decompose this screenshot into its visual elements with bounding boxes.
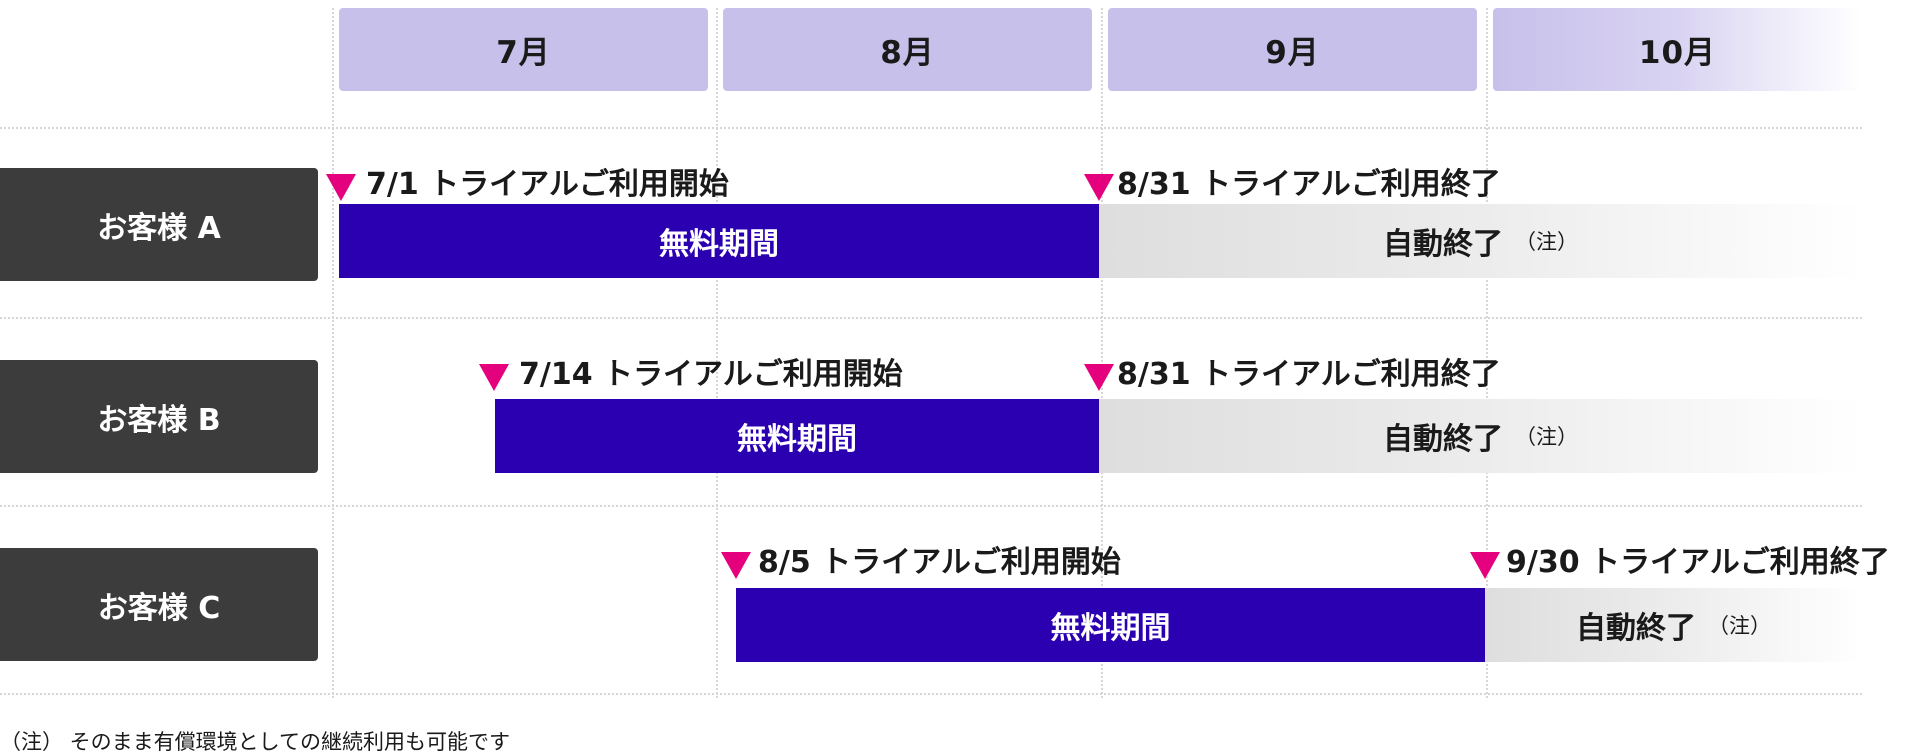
start-marker-icon xyxy=(479,364,509,391)
row-separator xyxy=(0,693,1862,695)
start-marker-icon xyxy=(326,174,356,201)
auto-end-label: 自動終了 xyxy=(1383,227,1503,262)
free-period-bar: 無料期間 xyxy=(736,588,1485,662)
customer-label-c: お客様 C xyxy=(0,548,318,661)
free-period-label: 無料期間 xyxy=(1050,611,1171,646)
trial-start-label: 7/14 トライアルご利用開始 xyxy=(519,357,903,392)
customer-name: お客様 B xyxy=(97,402,221,438)
row-separator xyxy=(0,127,1862,129)
auto-end-bar: 自動終了 （注） xyxy=(1099,399,1862,473)
trial-start-label: 8/5 トライアルご利用開始 xyxy=(758,545,1121,580)
trial-end-label: 8/31 トライアルご利用終了 xyxy=(1117,167,1501,202)
grid-line-month-2 xyxy=(716,8,718,698)
month-header-august: 8月 xyxy=(723,8,1092,91)
auto-end-bar: 自動終了 （注） xyxy=(1099,204,1862,278)
customer-name: お客様 C xyxy=(97,590,221,626)
month-label: 7月 xyxy=(496,35,551,71)
auto-end-note: （注） xyxy=(1515,425,1578,449)
end-marker-icon xyxy=(1084,174,1114,201)
grid-line-month-1 xyxy=(332,8,334,698)
auto-end-note: （注） xyxy=(1708,614,1771,638)
grid-line-month-4 xyxy=(1486,8,1488,698)
customer-label-a: お客様 A xyxy=(0,168,318,281)
row-separator xyxy=(0,505,1862,507)
footnote: （注） そのまま有償環境としての継続利用も可能です xyxy=(0,730,511,754)
free-period-bar: 無料期間 xyxy=(495,399,1099,473)
free-period-label: 無料期間 xyxy=(659,227,779,262)
start-marker-icon xyxy=(721,552,751,579)
trial-end-label: 8/31 トライアルご利用終了 xyxy=(1117,357,1501,392)
auto-end-label: 自動終了 xyxy=(1383,422,1503,457)
month-header-september: 9月 xyxy=(1108,8,1477,91)
month-label: 8月 xyxy=(880,35,935,71)
free-period-label: 無料期間 xyxy=(737,422,857,457)
customer-name: お客様 A xyxy=(97,210,221,246)
free-period-bar: 無料期間 xyxy=(339,204,1099,278)
month-header-july: 7月 xyxy=(339,8,708,91)
trial-end-label: 9/30 トライアルご利用終了 xyxy=(1506,545,1890,580)
month-label: 9月 xyxy=(1265,35,1320,71)
end-marker-icon xyxy=(1084,364,1114,391)
row-separator xyxy=(0,317,1862,319)
trial-start-label: 7/1 トライアルご利用開始 xyxy=(366,167,729,202)
auto-end-label: 自動終了 xyxy=(1576,611,1696,646)
auto-end-note: （注） xyxy=(1515,230,1578,254)
month-header-october: 10月 xyxy=(1493,8,1862,91)
month-label: 10月 xyxy=(1638,35,1717,71)
customer-label-b: お客様 B xyxy=(0,360,318,473)
grid-line-month-3 xyxy=(1101,8,1103,698)
end-marker-icon xyxy=(1470,552,1500,579)
auto-end-bar: 自動終了 （注） xyxy=(1485,588,1862,662)
